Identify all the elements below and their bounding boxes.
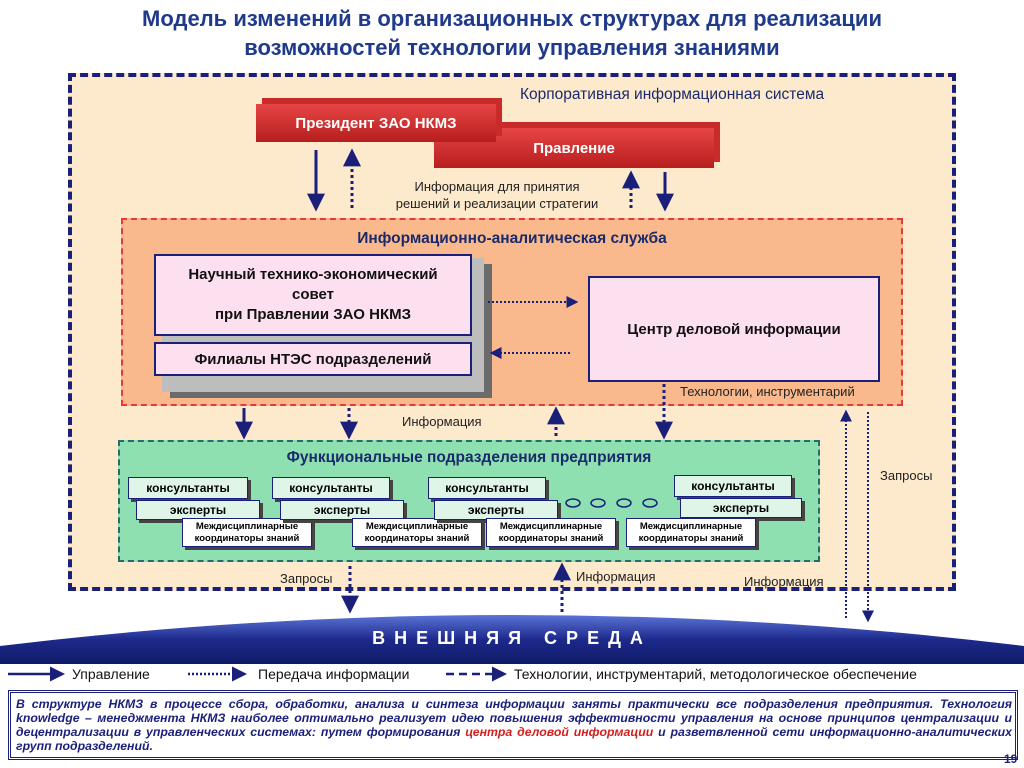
experts-label: эксперты (467, 503, 525, 517)
consultants-label: консультанты (289, 481, 373, 495)
environment-shape (0, 615, 1024, 664)
experts-label: эксперты (169, 503, 227, 517)
president-label: Президент ЗАО НКМЗ (295, 114, 457, 132)
summary-part-1: В структуре НКМЗ в процессе сбора, обраб… (16, 697, 1012, 739)
coordinators-line-1: Междисциплинарные (639, 520, 743, 532)
business-info-center-label: Центр деловой информации (627, 320, 841, 338)
ellipsis-dot (565, 498, 581, 508)
experts-label: эксперты (712, 501, 770, 515)
ias-title: Информационно-аналитическая служба (357, 230, 667, 247)
consultants-label: консультанты (146, 481, 230, 495)
external-environment-label: ВНЕШНЯЯ СРЕДА (372, 628, 652, 648)
consultants-tag: консультанты (428, 477, 546, 499)
summary-text: В структуре НКМЗ в процессе сбора, обраб… (16, 697, 1012, 753)
legend-transfer-label: Передача информации (258, 666, 410, 682)
summary-highlight: центра деловой информации (465, 725, 654, 739)
legend: Управление Передача информации Технологи… (0, 664, 1024, 686)
coordinators-line-2: координаторы знаний (498, 532, 604, 544)
title-line-2: возможностей технологии управления знани… (244, 35, 780, 60)
info-middle-label: Информация (402, 414, 482, 429)
council-line-3: при Правлении ЗАО НКМЗ (214, 306, 411, 323)
page-title: Модель изменений в организационных струк… (0, 4, 1024, 62)
coordinators-line-2: координаторы знаний (364, 532, 470, 544)
requests-bottom-label: Запросы (280, 571, 333, 586)
consultants-tag: консультанты (272, 477, 390, 499)
ellipsis-dot (616, 498, 632, 508)
functional-divisions-title: Функциональные подразделения предприятия (286, 449, 652, 466)
consultants-tag: консультанты (128, 477, 248, 499)
page-number: 19 (1004, 752, 1018, 766)
title-line-1: Модель изменений в организационных струк… (142, 6, 882, 31)
coordinators-line-1: Междисциплинарные (365, 520, 469, 532)
consultants-label: консультанты (445, 481, 529, 495)
corporate-system-label: Корпоративная информационная система (520, 86, 825, 103)
president-block: Президент ЗАО НКМЗ (256, 104, 496, 142)
summary-part-2: и разветвленной сети информационно-анали… (16, 725, 1012, 753)
branches-box: Филиалы НТЭС подразделений (154, 342, 472, 376)
council-line-1: Научный технико-экономический (188, 266, 438, 283)
info-bottom-label-2: Информация (744, 574, 824, 589)
requests-right-label: Запросы (880, 468, 933, 483)
experts-tag: эксперты (680, 498, 802, 518)
ellipsis-dot (642, 498, 658, 508)
coordinators-line-2: координаторы знаний (194, 532, 300, 544)
decision-info-line-1: Информация для принятия (414, 179, 580, 194)
tech-tools-label: Технологии, инструментарий (680, 384, 855, 399)
experts-tag: эксперты (280, 500, 404, 520)
branches-label: Филиалы НТЭС подразделений (194, 350, 432, 368)
board-label: Правление (533, 139, 615, 157)
decision-info-line-2: решений и реализации стратегии (395, 196, 599, 211)
legend-control-label: Управление (72, 666, 150, 682)
council-line-2: совет (291, 286, 335, 303)
summary-panel (8, 690, 1018, 760)
coordinators-line-1: Междисциплинарные (195, 520, 299, 532)
council-box: Научный технико-экономический совет при … (154, 254, 472, 336)
decision-info-label: Информация для принятия решений и реализ… (352, 178, 642, 212)
business-info-center-box: Центр деловой информации (588, 276, 880, 382)
consultants-label: консультанты (691, 479, 775, 493)
consultants-tag: консультанты (674, 475, 792, 497)
info-bottom-label-1: Информация (576, 569, 656, 584)
coordinators-line-2: координаторы знаний (638, 532, 744, 544)
ellipsis-dot (590, 498, 606, 508)
experts-label: эксперты (313, 503, 371, 517)
coordinators-line-1: Междисциплинарные (499, 520, 603, 532)
legend-tech-label: Технологии, инструментарий, методологиче… (514, 666, 917, 682)
